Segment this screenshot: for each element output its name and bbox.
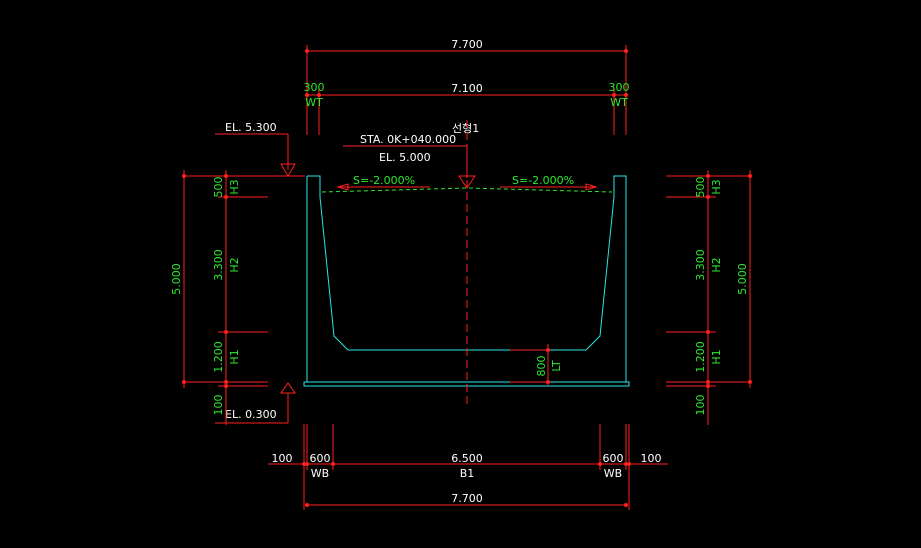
left-h3-value: 500	[212, 177, 225, 198]
right-h3-label: H3	[710, 179, 723, 194]
bottom-dimension-group	[268, 424, 668, 510]
right-total-value: 5.000	[736, 263, 749, 295]
bottom-b1-value: 6.500	[451, 452, 483, 465]
left-h1-label: H1	[228, 349, 241, 364]
wt-left-label: WT	[305, 96, 323, 109]
right-h2-label: H2	[710, 257, 723, 272]
slope-right-label: S=-2.000%	[512, 174, 574, 187]
top-wt-right-dimension: 300	[609, 81, 630, 94]
left-h2-value: 3.300	[212, 249, 225, 281]
bottom-wb-right-value: 600	[603, 452, 624, 465]
wb-left-label: WB	[311, 467, 329, 480]
b1-label: B1	[460, 467, 475, 480]
left-below-value: 100	[212, 395, 225, 416]
lt-label: LT	[550, 360, 563, 372]
right-h1-value: 1.200	[694, 341, 707, 373]
bottom-left-ext-value: 100	[272, 452, 293, 465]
right-h2-value: 3.300	[694, 249, 707, 281]
wt-right-label: WT	[610, 96, 628, 109]
top-dimension-group	[305, 45, 628, 135]
left-dimension-group	[182, 170, 305, 425]
right-h3-value: 500	[694, 177, 707, 198]
slope-left-label: S=-2.000%	[353, 174, 415, 187]
elevation-bottom-marker	[215, 382, 296, 424]
right-dimension-group	[666, 170, 752, 425]
left-total-value: 5.000	[170, 263, 183, 295]
left-h2-label: H2	[228, 257, 241, 272]
top-wt-left-dimension: 300	[304, 81, 325, 94]
alignment-label: 선형1	[452, 122, 479, 135]
el-top-label: EL. 5.300	[225, 121, 277, 134]
bottom-overall-dimension: 7.700	[451, 492, 483, 505]
right-h1-label: H1	[710, 349, 723, 364]
road-surface-line	[321, 187, 613, 193]
wb-right-label: WB	[604, 467, 622, 480]
el-center-label: EL. 5.000	[379, 151, 431, 164]
top-inner-dimension: 7.100	[451, 82, 483, 95]
right-below-value: 100	[694, 395, 707, 416]
elevation-top-marker	[215, 133, 296, 177]
lt-dimension-group	[510, 344, 550, 386]
left-h1-value: 1.200	[212, 341, 225, 373]
el-bottom-label: EL. 0.300	[225, 408, 277, 421]
slope-arrows	[336, 183, 598, 191]
left-h3-label: H3	[228, 179, 241, 194]
station-label: STA. 0K+040.000	[360, 133, 456, 146]
bottom-wb-left-value: 600	[310, 452, 331, 465]
top-overall-dimension: 7.700	[451, 38, 483, 51]
lt-value: 800	[535, 356, 548, 377]
bottom-right-ext-value: 100	[641, 452, 662, 465]
